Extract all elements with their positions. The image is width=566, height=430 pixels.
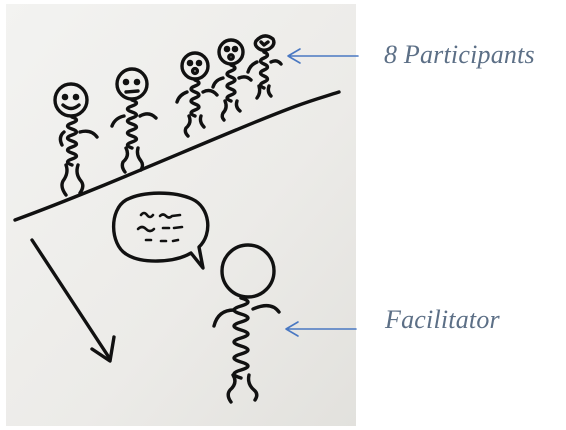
- participant-figure: [110, 67, 158, 174]
- participant-figure: [175, 51, 219, 138]
- participants-label: 8 Participants: [384, 40, 535, 69]
- hand-drawn-arrow: [30, 238, 116, 363]
- stage-slope-line: [13, 90, 341, 222]
- speech-bubble-icon: [112, 191, 210, 270]
- facilitator-figure: [212, 243, 281, 404]
- sketch-paper: [6, 4, 356, 426]
- participant-figure: [211, 38, 253, 122]
- arrow-left-icon: [287, 48, 359, 64]
- participant-figure: [53, 82, 99, 197]
- participant-figure: [246, 34, 283, 100]
- facilitator-label: Facilitator: [385, 305, 500, 334]
- arrow-left-icon: [285, 321, 357, 337]
